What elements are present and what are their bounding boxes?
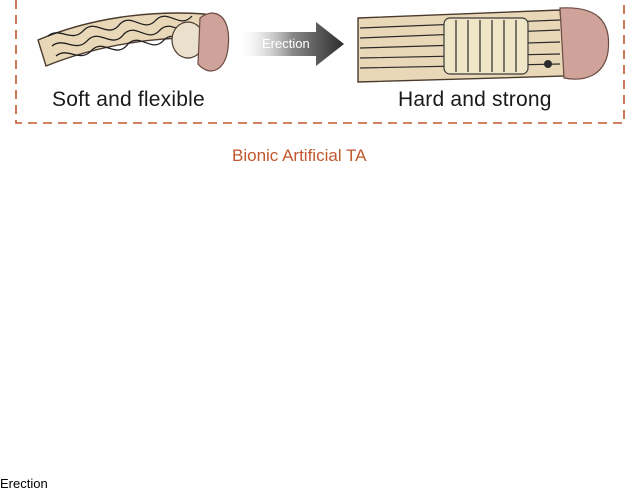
- hard-caption: Hard and strong: [398, 88, 552, 111]
- diagram-stage: Erection Erection: [0, 0, 625, 491]
- beam-right: Erection: [0, 475, 48, 492]
- soft-caption: Soft and flexible: [52, 88, 205, 111]
- penis-soft-illustration: [37, 12, 230, 72]
- bionic-ta-title: Bionic Artificial TA: [232, 146, 367, 165]
- top-panel-border: [15, 0, 625, 124]
- top-erection-arrow: Erection: [240, 22, 344, 66]
- middle-erection-arrow: Erection: [0, 475, 48, 492]
- beam-left: Erection: [0, 475, 48, 492]
- top-panel: Erection: [15, 0, 625, 124]
- middle-panel: Erection: [0, 475, 48, 492]
- top-arrow-label: Erection: [262, 36, 310, 51]
- middle-arrow-label: Erection: [0, 476, 48, 491]
- penis-erect-illustration: [357, 7, 610, 83]
- diagram-canvas: Erection: [15, 0, 625, 124]
